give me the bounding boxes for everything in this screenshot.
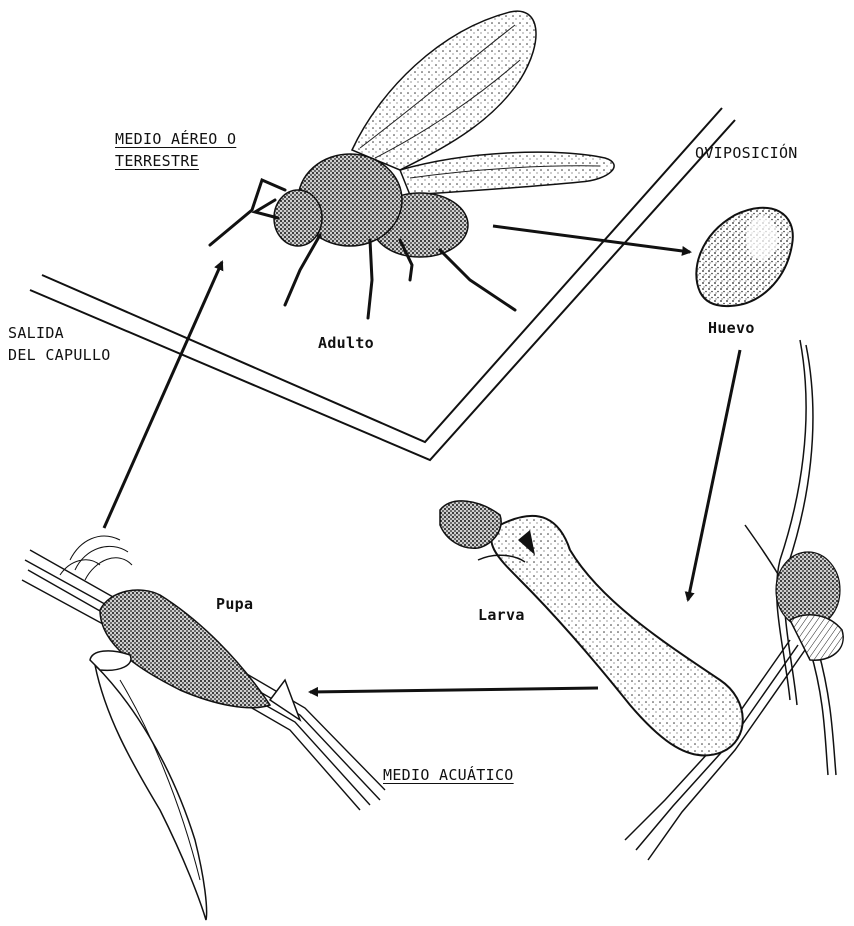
larva-icon (440, 501, 743, 756)
pupa-icon (22, 536, 385, 920)
oviposition-label: OVIPOSICIÓN (695, 142, 798, 164)
arrow-adult-to-egg (493, 226, 690, 252)
aerial-medium-label-line2: TERRESTRE (115, 150, 199, 172)
adult-fly-icon (210, 11, 614, 318)
cycle-arrows (104, 226, 740, 692)
arrow-pupa-to-adult (104, 262, 222, 528)
exit-cocoon-label-line1: SALIDA (8, 322, 64, 344)
arrow-egg-to-larva (688, 350, 740, 600)
larva-label: Larva (478, 604, 525, 626)
egg-label: Huevo (708, 317, 755, 339)
aquatic-medium-label: MEDIO ACUÁTICO (383, 764, 514, 786)
adult-label: Adulto (318, 332, 374, 354)
aerial-medium-label-line1: MEDIO AÉREO O (115, 128, 236, 150)
exit-cocoon-label-line2: DEL CAPULLO (8, 344, 111, 366)
aquatic-plant-right-icon (625, 340, 843, 860)
egg-icon (696, 208, 792, 306)
pupa-label: Pupa (216, 593, 253, 615)
arrow-larva-to-pupa (310, 688, 598, 692)
